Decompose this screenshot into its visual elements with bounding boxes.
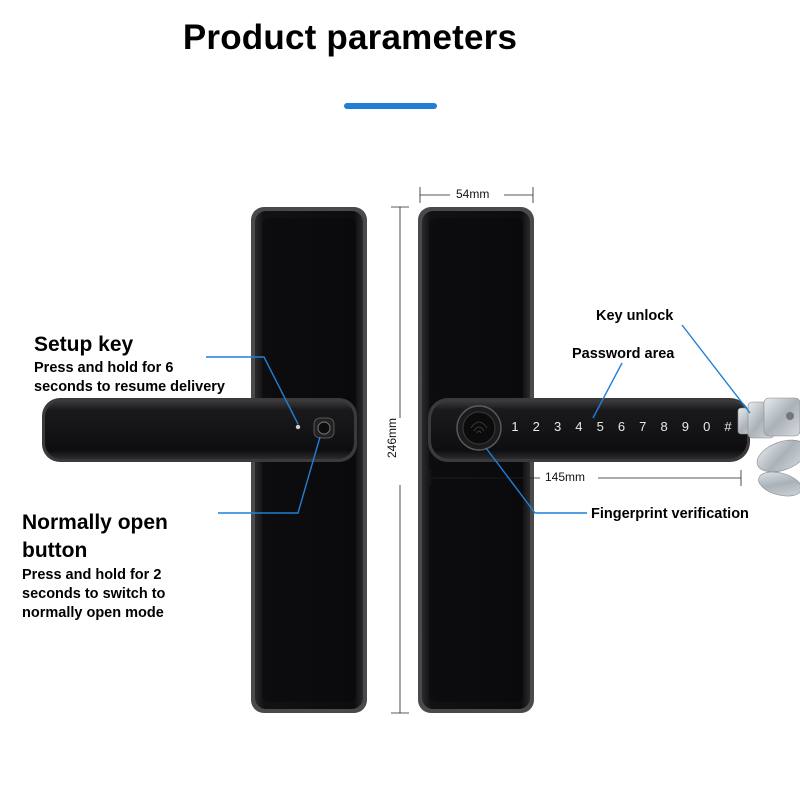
normally-open-desc-line1: Press and hold for 2	[22, 567, 162, 583]
front-lock-handle	[428, 398, 750, 462]
setup-key-callout-line	[206, 356, 299, 425]
fingerprint-callout-line	[485, 447, 587, 514]
key-unlock-callout-line	[681, 324, 751, 414]
fingerprint-label: Fingerprint verification	[591, 506, 749, 522]
length-dimension-label: 145mm	[545, 470, 586, 484]
normally-open-desc-line2: seconds to switch to	[22, 586, 166, 602]
keypad-digit-7[interactable]: 7	[639, 419, 647, 434]
setup-key-heading: Setup key	[34, 333, 134, 356]
keypad-digit-0[interactable]: 0	[703, 419, 711, 434]
title-underline	[344, 103, 437, 109]
key-icon	[737, 397, 800, 497]
key-unlock-label: Key unlock	[596, 308, 674, 324]
setup-key-desc-line2: seconds to resume delivery	[34, 379, 225, 395]
keypad-digit-1[interactable]: 1	[511, 419, 519, 434]
length-dimension-line	[429, 470, 742, 486]
back-lock-handle	[42, 398, 357, 462]
open-button-callout-line	[218, 436, 321, 514]
keypad-digit-8[interactable]: 8	[660, 419, 668, 434]
keypad-digit-9[interactable]: 9	[681, 419, 689, 434]
setup-key-desc-line1: Press and hold for 6	[34, 360, 174, 376]
open-button-icon	[317, 421, 331, 435]
normally-open-heading-line2: button	[22, 539, 88, 562]
password-area-label: Password area	[572, 346, 675, 362]
normally-open-desc-line3: normally open mode	[22, 605, 164, 621]
keypad-digit-6[interactable]: 6	[617, 419, 626, 434]
keypad-digit-2[interactable]: 2	[532, 419, 540, 434]
keypad-digit-hash[interactable]: #	[724, 419, 732, 434]
width-dimension-line	[419, 187, 534, 203]
width-dimension-label: 54mm	[456, 187, 490, 201]
page-title: Product parameters	[182, 18, 518, 57]
fingerprint-sensor-icon	[462, 411, 496, 445]
normally-open-heading-line1: Normally open	[22, 511, 168, 534]
height-dimension-label: 246mm	[385, 417, 399, 458]
height-dimension-line	[391, 206, 409, 714]
reset-hole-icon	[295, 424, 301, 430]
password-callout-line	[592, 362, 623, 419]
callout-lines	[206, 324, 751, 514]
keypad-digit-4[interactable]: 4	[575, 419, 583, 434]
keypad-digit-5[interactable]: 5	[596, 419, 604, 434]
keypad-digit-3[interactable]: 3	[553, 419, 562, 434]
